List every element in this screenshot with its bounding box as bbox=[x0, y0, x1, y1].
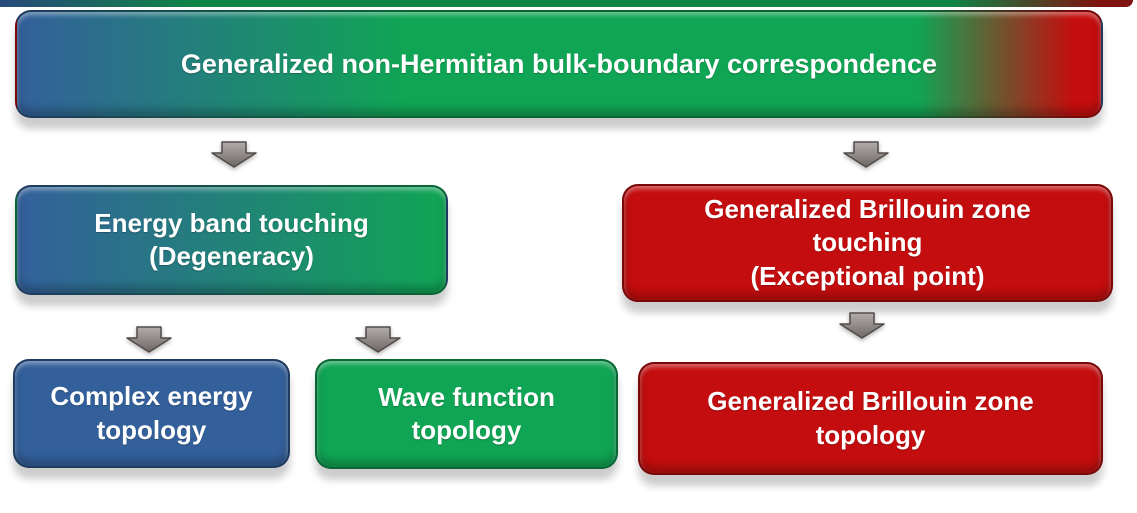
top-edge-bar bbox=[0, 0, 1133, 7]
node-complex-energy-topology: Complex energy topology bbox=[13, 359, 290, 468]
node-wave-function-topology: Wave function topology bbox=[315, 359, 618, 469]
node-label-line: Generalized Brillouin zone bbox=[704, 194, 1031, 225]
node-energy-band-touching: Energy band touching (Degeneracy) bbox=[15, 185, 448, 295]
node-label-line: Wave function bbox=[378, 381, 555, 412]
node-gbz-topology: Generalized Brillouin zone topology bbox=[638, 362, 1103, 475]
down-arrow-icon bbox=[126, 326, 172, 353]
node-label-line: Energy band touching bbox=[94, 207, 369, 238]
node-label-line: touching bbox=[812, 227, 923, 258]
down-arrow-icon bbox=[355, 326, 401, 353]
node-label-line: Generalized Brillouin zone bbox=[707, 386, 1034, 417]
node-bulk-boundary-correspondence: Generalized non-Hermitian bulk-boundary … bbox=[15, 10, 1103, 118]
down-arrow-icon bbox=[839, 312, 885, 339]
node-label-line: topology bbox=[411, 415, 522, 445]
node-label-line: topology bbox=[96, 414, 207, 445]
node-label-line: topology bbox=[815, 419, 926, 450]
node-gbz-touching: Generalized Brillouin zone touching (Exc… bbox=[622, 184, 1113, 302]
node-label-line: (Exceptional point) bbox=[750, 260, 985, 291]
down-arrow-icon bbox=[211, 141, 257, 168]
node-label: Generalized non-Hermitian bulk-boundary … bbox=[180, 48, 938, 79]
node-label-line: Complex energy bbox=[50, 381, 253, 412]
node-label-line: (Degeneracy) bbox=[149, 241, 314, 271]
down-arrow-icon bbox=[843, 141, 889, 168]
